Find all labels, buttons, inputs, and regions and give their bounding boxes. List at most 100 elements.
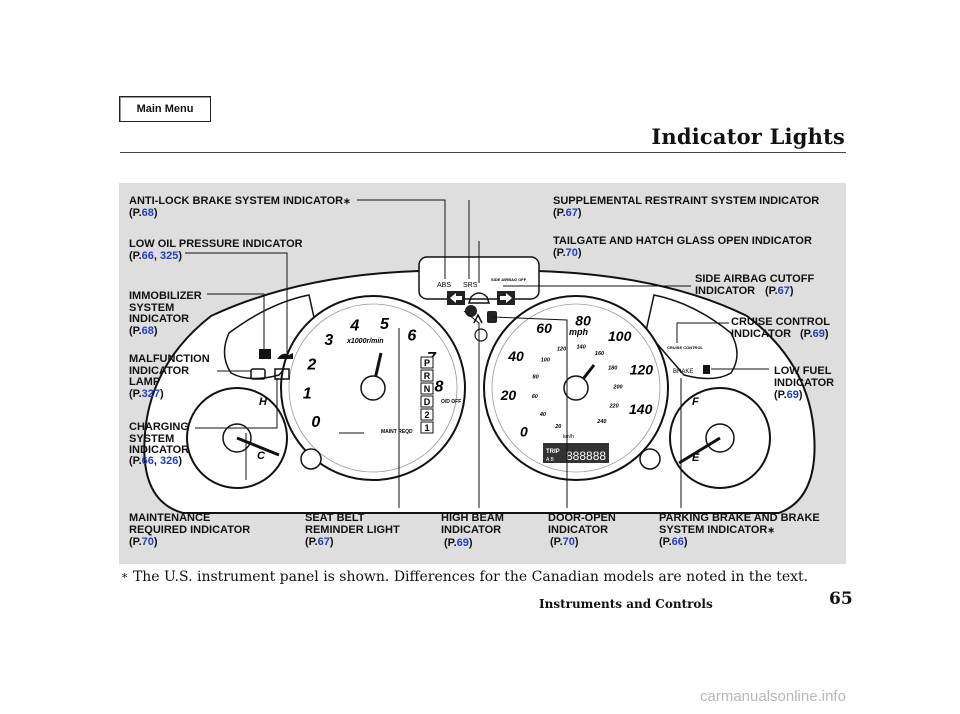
page-link[interactable]: 70 bbox=[565, 247, 578, 259]
side-airbag-cutoff-label: SIDE AIRBAG CUTOFF INDICATOR bbox=[695, 273, 815, 297]
page-link[interactable]: 66 bbox=[141, 250, 154, 262]
page-number: 65 bbox=[829, 589, 853, 609]
kmh-label: km/h bbox=[563, 434, 574, 440]
malfunction-page-ref: (P.327) bbox=[129, 388, 164, 400]
trip-ab-label: A B bbox=[546, 457, 554, 463]
abs-lamp-label: ABS bbox=[437, 282, 451, 289]
tach-number: 2 bbox=[306, 356, 316, 373]
kmh-number: 60 bbox=[532, 394, 538, 400]
charging-page-ref: (P.66, 326) bbox=[129, 455, 183, 467]
low-oil-label: LOW OIL PRESSURE INDICATOR bbox=[129, 238, 303, 250]
page-link[interactable]: 327 bbox=[141, 388, 160, 400]
cruise-control-label: CRUISE CONTROL INDICATOR bbox=[731, 316, 830, 340]
kmh-number: 180 bbox=[608, 366, 617, 372]
mph-number: 20 bbox=[500, 387, 517, 403]
page-link[interactable]: 69 bbox=[786, 389, 799, 401]
cruise-control-page-ref: (P.69) bbox=[800, 328, 829, 340]
title-divider bbox=[120, 152, 846, 153]
low-oil-icon bbox=[277, 353, 293, 359]
page-link[interactable]: 325 bbox=[160, 250, 179, 262]
page-link[interactable]: 67 bbox=[565, 207, 578, 219]
gear-indicator-letter: D bbox=[424, 397, 431, 407]
mph-label: mph bbox=[569, 327, 589, 337]
gear-indicator-letter: P bbox=[424, 358, 430, 368]
od-off-label: O/D OFF bbox=[441, 399, 461, 405]
page-link[interactable]: 326 bbox=[160, 455, 179, 467]
mph-number: 120 bbox=[630, 361, 654, 377]
page-link[interactable]: 69 bbox=[456, 537, 469, 549]
kmh-number: 140 bbox=[577, 344, 586, 350]
turn-signal-right-icon bbox=[497, 291, 515, 305]
gear-indicator-box bbox=[420, 382, 434, 395]
page-link[interactable]: 67 bbox=[777, 285, 790, 297]
mph-number: 100 bbox=[608, 328, 632, 344]
srs-lamp-label: SRS bbox=[463, 282, 478, 289]
tailgate-label: TAILGATE AND HATCH GLASS OPEN INDICATOR bbox=[553, 235, 812, 247]
tach-number: 0 bbox=[311, 414, 320, 431]
kmh-number: 220 bbox=[609, 404, 619, 410]
kmh-number: 100 bbox=[541, 357, 550, 363]
cruise-control-lamp-label: CRUISE CONTROL bbox=[667, 345, 704, 350]
seat-belt-label: SEAT BELT REMINDER LIGHT bbox=[305, 512, 400, 536]
fuel-gauge: F E bbox=[669, 387, 771, 489]
instrument-panel-diagram: ABS SRS SIDE AIRBAG OFF x1000r/min 01234… bbox=[143, 199, 816, 514]
page-link[interactable]: 67 bbox=[317, 536, 330, 548]
knob-icon bbox=[474, 328, 488, 342]
maintenance-page-ref: (P.70) bbox=[129, 536, 158, 548]
tailgate-open-icon bbox=[467, 292, 491, 304]
page-title: Indicator Lights bbox=[651, 124, 845, 149]
page-link[interactable]: 69 bbox=[812, 328, 825, 340]
tailgate-page-ref: (P.70) bbox=[553, 247, 582, 259]
page-link[interactable]: 68 bbox=[141, 325, 154, 337]
mph-number: 60 bbox=[536, 320, 552, 336]
gear-indicator-letter: R bbox=[424, 371, 431, 381]
main-menu-button[interactable]: Main Menu bbox=[119, 96, 211, 122]
page-link[interactable]: 70 bbox=[562, 536, 575, 548]
seat-belt-page-ref: (P.67) bbox=[305, 536, 334, 548]
tach-number: 8 bbox=[435, 379, 444, 396]
abs-indicator-label: ANTI-LOCK BRAKE SYSTEM INDICATOR∗ bbox=[129, 195, 351, 207]
charging-battery-icon bbox=[274, 368, 290, 380]
tach-number: 5 bbox=[380, 316, 390, 333]
charging-label: CHARGING SYSTEM INDICATOR bbox=[129, 421, 190, 456]
high-beam-page-ref: (P.69) bbox=[444, 537, 473, 549]
maintenance-label: MAINTENANCE REQUIRED INDICATOR bbox=[129, 512, 251, 536]
door-open-icon bbox=[487, 311, 497, 323]
temp-hot-label: H bbox=[259, 396, 268, 408]
fuel-empty-label: E bbox=[692, 452, 700, 464]
page-link[interactable]: 66 bbox=[141, 455, 154, 467]
watermark: carmanualsonline.info bbox=[700, 688, 846, 705]
page-link[interactable]: 70 bbox=[141, 536, 154, 548]
kmh-number: 240 bbox=[596, 419, 606, 425]
door-open-label: DOOR-OPEN INDICATOR bbox=[548, 512, 616, 536]
maint-reqd-label: MAINT REQD bbox=[381, 429, 413, 435]
door-open-page-ref: (P.70) bbox=[550, 536, 579, 548]
page-link[interactable]: 68 bbox=[141, 207, 154, 219]
srs-page-ref: (P.67) bbox=[553, 207, 582, 219]
abs-indicator-page-ref: (P.68) bbox=[129, 207, 158, 219]
section-name: Instruments and Controls bbox=[539, 597, 713, 611]
kmh-number: 160 bbox=[595, 351, 604, 357]
kmh-number: 40 bbox=[539, 412, 546, 418]
trip-label: TRIP bbox=[546, 449, 560, 455]
malfunction-label: MALFUNCTION INDICATOR LAMP bbox=[129, 353, 210, 388]
low-fuel-icon bbox=[703, 365, 710, 374]
turn-signal-left-icon bbox=[447, 291, 465, 305]
tach-number: 4 bbox=[349, 318, 359, 335]
kmh-number: 80 bbox=[533, 374, 539, 380]
gear-indicator-letter: 2 bbox=[424, 410, 429, 420]
trip-reset-knob bbox=[639, 448, 661, 470]
brake-lamp-label: BRAKE bbox=[673, 369, 693, 375]
page-link[interactable]: 66 bbox=[671, 536, 684, 548]
brightness-knob bbox=[300, 448, 322, 470]
immobilizer-page-ref: (P.68) bbox=[129, 325, 158, 337]
high-beam-label: HIGH BEAM INDICATOR bbox=[441, 512, 504, 536]
immobilizer-icon bbox=[259, 349, 271, 359]
mph-number: 80 bbox=[575, 312, 591, 328]
mph-number: 140 bbox=[629, 401, 653, 417]
side-airbag-cutoff-page-ref: (P.67) bbox=[765, 285, 794, 297]
low-fuel-page-ref: (P.69) bbox=[774, 389, 803, 401]
tach-number: 6 bbox=[407, 328, 416, 345]
